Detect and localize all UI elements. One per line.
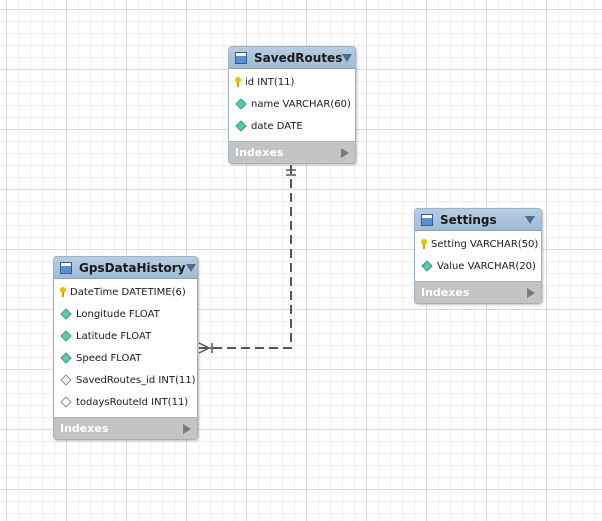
foreign-key-diamond-icon [60,374,72,386]
entity-settings[interactable]: Settings Setting VARCHAR(50) Value VARCHA… [414,208,542,304]
column-label: id INT(11) [245,76,295,88]
column-label: Speed FLOAT [76,352,142,364]
column-diamond-icon [235,120,247,132]
table-icon [421,213,433,226]
many-cardinality-marker [198,342,213,354]
column-label: date DATE [251,120,303,132]
indexes-label: Indexes [60,422,109,435]
column-label: Longitude FLOAT [76,308,160,320]
column-row[interactable]: Longitude FLOAT [54,303,197,325]
foreign-key-diamond-icon [60,396,72,408]
column-row[interactable]: name VARCHAR(60) [229,93,355,115]
indexes-label: Indexes [421,286,470,299]
column-row[interactable]: DateTime DATETIME(6) [54,281,197,303]
column-row[interactable]: Setting VARCHAR(50) [415,233,541,255]
collapse-arrow-icon[interactable] [525,215,535,224]
collapse-arrow-icon[interactable] [185,263,196,272]
table-icon [235,51,247,64]
indexes-bar[interactable]: Indexes [54,417,197,439]
primary-key-icon [421,239,427,249]
column-diamond-icon [60,308,72,320]
entity-title: Settings [440,212,497,227]
expand-arrow-icon[interactable] [183,423,191,434]
table-icon [60,261,72,274]
column-label: todaysRouteId INT(11) [76,396,189,408]
column-label: Latitude FLOAT [76,330,152,342]
entity-header[interactable]: Settings [415,209,541,231]
column-list: DateTime DATETIME(6) Longitude FLOAT Latit… [54,279,197,417]
entity-savedroutes[interactable]: SavedRoutes id INT(11) name VARCHAR(60) da… [228,46,356,164]
column-row[interactable]: SavedRoutes_id INT(11) [54,369,197,391]
column-diamond-icon [60,352,72,364]
column-label: name VARCHAR(60) [251,98,351,110]
indexes-bar[interactable]: Indexes [229,141,355,163]
entity-gpsdatahistory[interactable]: GpsDataHistory DateTime DATETIME(6) Longi… [53,256,198,440]
relationship-line [199,165,292,349]
primary-key-icon [60,287,66,297]
column-label: Value VARCHAR(20) [437,260,536,272]
collapse-arrow-icon[interactable] [342,53,353,62]
indexes-label: Indexes [235,146,284,159]
column-row[interactable]: todaysRouteId INT(11) [54,391,197,413]
column-label: SavedRoutes_id INT(11) [76,374,196,386]
column-list: id INT(11) name VARCHAR(60) date DATE [229,69,355,141]
column-row[interactable]: Value VARCHAR(20) [415,255,541,277]
expand-arrow-icon[interactable] [527,287,535,298]
column-row[interactable]: Latitude FLOAT [54,325,197,347]
entity-header[interactable]: SavedRoutes [229,47,355,69]
column-diamond-icon [60,330,72,342]
column-row[interactable]: Speed FLOAT [54,347,197,369]
column-diamond-icon [421,260,433,272]
column-list: Setting VARCHAR(50) Value VARCHAR(20) [415,231,541,281]
primary-key-icon [235,77,241,87]
expand-arrow-icon[interactable] [341,147,349,158]
entity-header[interactable]: GpsDataHistory [54,257,197,279]
column-row[interactable]: date DATE [229,115,355,137]
indexes-bar[interactable]: Indexes [415,281,541,303]
column-row[interactable]: id INT(11) [229,71,355,93]
column-diamond-icon [235,98,247,110]
column-label: Setting VARCHAR(50) [431,238,539,250]
entity-title: GpsDataHistory [79,260,186,275]
one-cardinality-marker [286,169,296,176]
column-label: DateTime DATETIME(6) [70,286,186,298]
entity-title: SavedRoutes [254,50,343,65]
